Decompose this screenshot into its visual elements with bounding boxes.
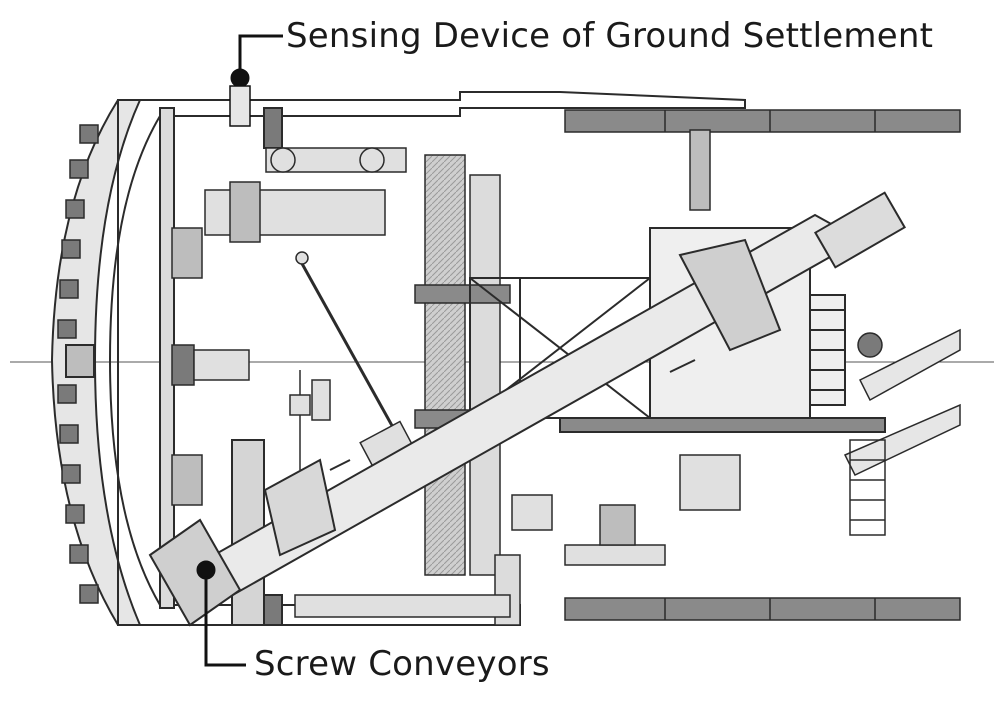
back-up-gantry xyxy=(843,328,961,536)
shield-tail xyxy=(564,109,961,621)
screw-conveyors-callout xyxy=(196,560,246,667)
instrument-post xyxy=(289,370,331,470)
lower-equipment xyxy=(294,129,741,618)
sensing-device-callout xyxy=(229,34,283,127)
label-screw-conveyors: Screw Conveyors xyxy=(254,644,550,684)
upper-cylinders xyxy=(171,147,407,279)
erector-column xyxy=(414,154,521,626)
middle-drive xyxy=(171,251,416,506)
screw-conveyor-drawing xyxy=(148,191,907,627)
label-sensing-device: Sensing Device of Ground Settlement xyxy=(286,16,934,56)
